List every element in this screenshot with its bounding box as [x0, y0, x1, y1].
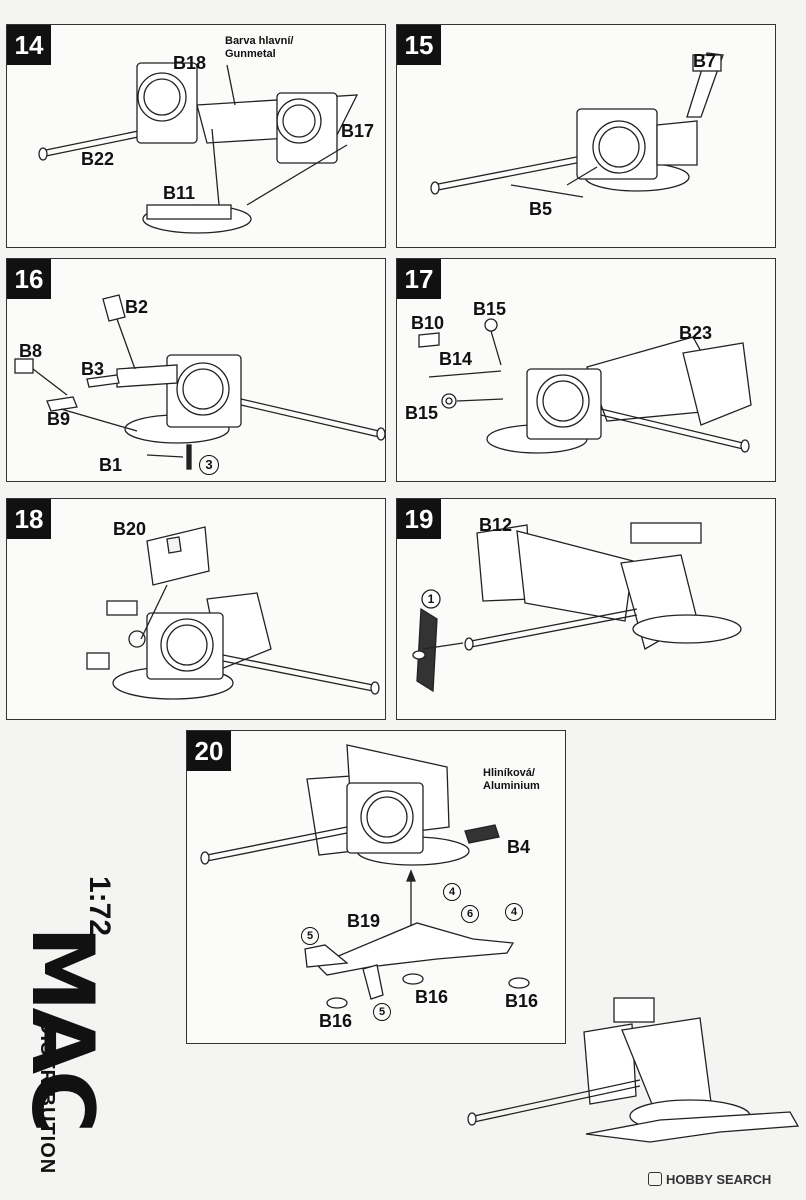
- watermark-icon: [648, 1172, 662, 1186]
- label-b4: B4: [507, 837, 531, 857]
- step-14-panel: 14 Barva hlavní/ Gunmetal B18 B22 B17 B1…: [6, 24, 386, 248]
- step-19-panel: 19 1 B12: [396, 498, 776, 720]
- step-18-drawing: [86, 526, 380, 700]
- step-number: 20: [187, 731, 231, 771]
- callout-5a: 5: [301, 927, 319, 945]
- step-16-drawing: [14, 294, 385, 470]
- label-b10: B10: [411, 313, 445, 333]
- step-15-drawing: [430, 52, 724, 198]
- label-b17: B17: [341, 121, 375, 141]
- label-b15-top: B15: [473, 299, 507, 319]
- step-number: 15: [397, 25, 441, 65]
- callout-4a: 4: [443, 883, 461, 901]
- callout-6: 6: [461, 905, 479, 923]
- step-number: 19: [397, 499, 441, 539]
- callout-4b: 4: [505, 903, 523, 921]
- callout-3: 3: [199, 455, 219, 475]
- brand-sub: DISTRIBUTION: [36, 1020, 58, 1175]
- callout-1: 1: [427, 592, 435, 606]
- step-15-panel: 15 B7 B5: [396, 24, 776, 248]
- step-17-panel: 17 B10 B15 B14 B23 B15: [396, 258, 776, 482]
- label-b19: B19: [347, 911, 381, 931]
- label-b8: B8: [19, 341, 43, 361]
- label-b23: B23: [679, 323, 713, 343]
- step-number: 17: [397, 259, 441, 299]
- label-b14: B14: [439, 349, 473, 369]
- watermark-text: HOBBY SEARCH: [666, 1172, 772, 1187]
- label-b22: B22: [81, 149, 115, 169]
- label-b16-a: B16: [319, 1011, 353, 1031]
- step-number: 14: [7, 25, 51, 65]
- step-14-drawing: [38, 62, 359, 234]
- step-20-drawing: [200, 744, 530, 1009]
- brand-name: MAC: [12, 926, 112, 1130]
- label-b18: B18: [173, 53, 207, 73]
- callout-5b: 5: [373, 1003, 391, 1021]
- label-b16-b: B16: [415, 987, 449, 1007]
- step-19-drawing: [412, 522, 742, 693]
- note-text: Barva hlavní/ Gunmetal: [225, 35, 294, 60]
- label-b2: B2: [125, 297, 149, 317]
- brand-logo: 1:72 MAC DISTRIBUTION: [6, 870, 126, 1174]
- note-text: Hliníková/ Aluminium: [483, 767, 540, 792]
- watermark: HOBBY SEARCH: [648, 1172, 771, 1187]
- label-b11: B11: [163, 183, 196, 203]
- label-b16-c: B16: [505, 991, 539, 1011]
- label-b3: B3: [81, 359, 105, 379]
- label-b15-bottom: B15: [405, 403, 439, 423]
- aluminium-note: Hliníková/ Aluminium: [483, 767, 540, 793]
- step-number: 18: [7, 499, 51, 539]
- step-number: 16: [7, 259, 51, 299]
- step-16-panel: 16 B2 B8 B3 B9 B1 3: [6, 258, 386, 482]
- label-b12: B12: [479, 515, 513, 535]
- color-note: Barva hlavní/ Gunmetal: [225, 35, 293, 61]
- step-18-panel: 18 B20: [6, 498, 386, 720]
- label-b20: B20: [113, 519, 147, 539]
- step-20-panel: 20 Hliníková/ Aluminium B4 B19 B16 B16 B…: [186, 730, 566, 1044]
- label-b5: B5: [529, 199, 553, 219]
- label-b1: B1: [99, 455, 123, 475]
- label-b7: B7: [693, 51, 717, 71]
- step-17-drawing: [418, 318, 752, 454]
- label-b9: B9: [47, 409, 71, 429]
